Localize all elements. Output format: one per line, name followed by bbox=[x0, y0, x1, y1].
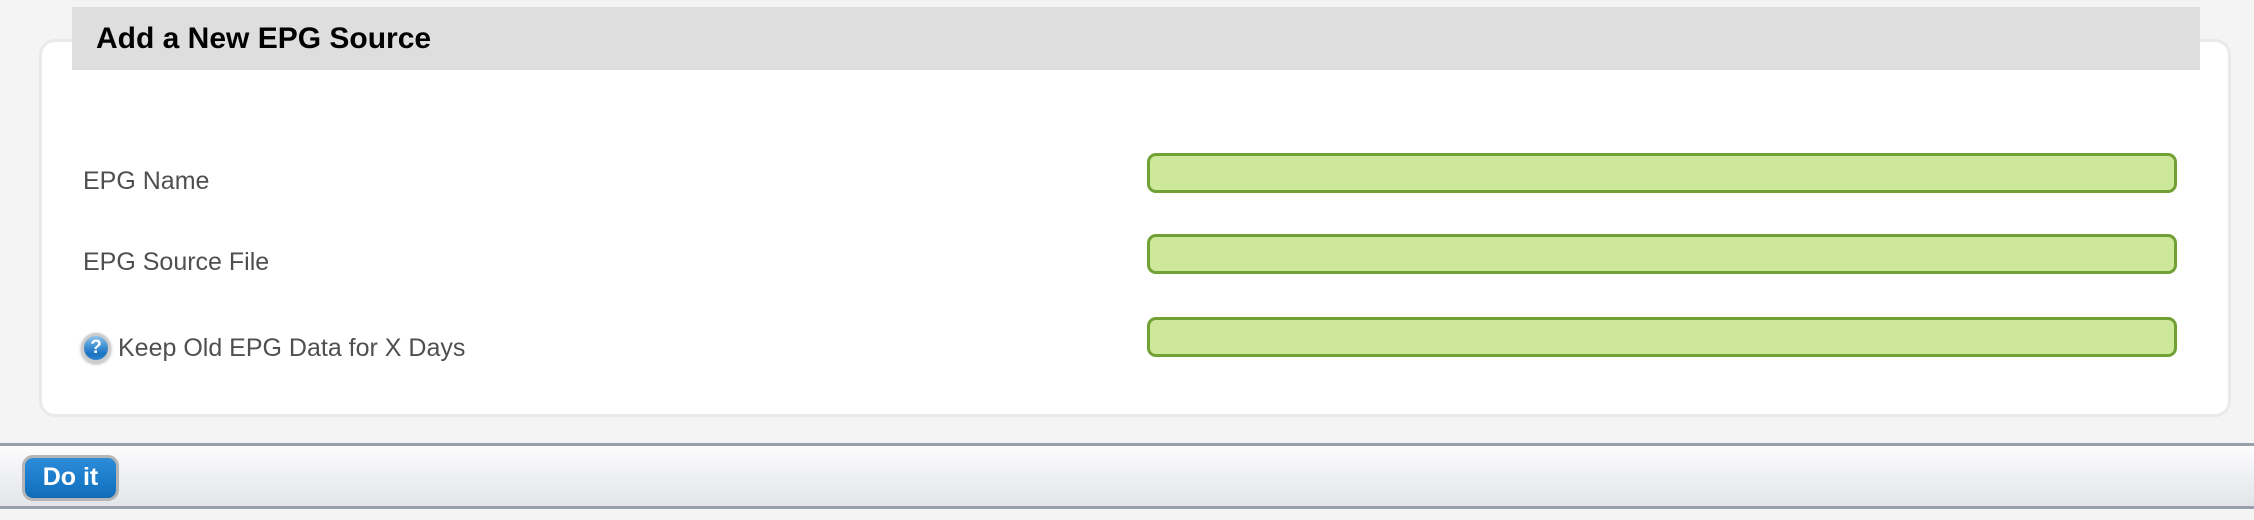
epg-name-label: EPG Name bbox=[83, 167, 210, 195]
keep-old-epg-data-label-row: ? Keep Old EPG Data for X Days bbox=[81, 333, 465, 363]
epg-source-file-label: EPG Source File bbox=[83, 248, 270, 276]
page-title: Add a New EPG Source bbox=[96, 21, 432, 55]
question-mark-icon[interactable]: ? bbox=[81, 333, 111, 363]
epg-source-file-input[interactable] bbox=[1147, 234, 2177, 274]
epg-name-input[interactable] bbox=[1147, 153, 2177, 193]
do-it-button[interactable]: Do it bbox=[22, 455, 119, 501]
footer-bar bbox=[0, 443, 2254, 509]
keep-old-epg-data-label: Keep Old EPG Data for X Days bbox=[118, 333, 466, 362]
keep-old-epg-data-input[interactable] bbox=[1147, 317, 2177, 357]
panel-header-bar: Add a New EPG Source bbox=[72, 7, 2200, 70]
